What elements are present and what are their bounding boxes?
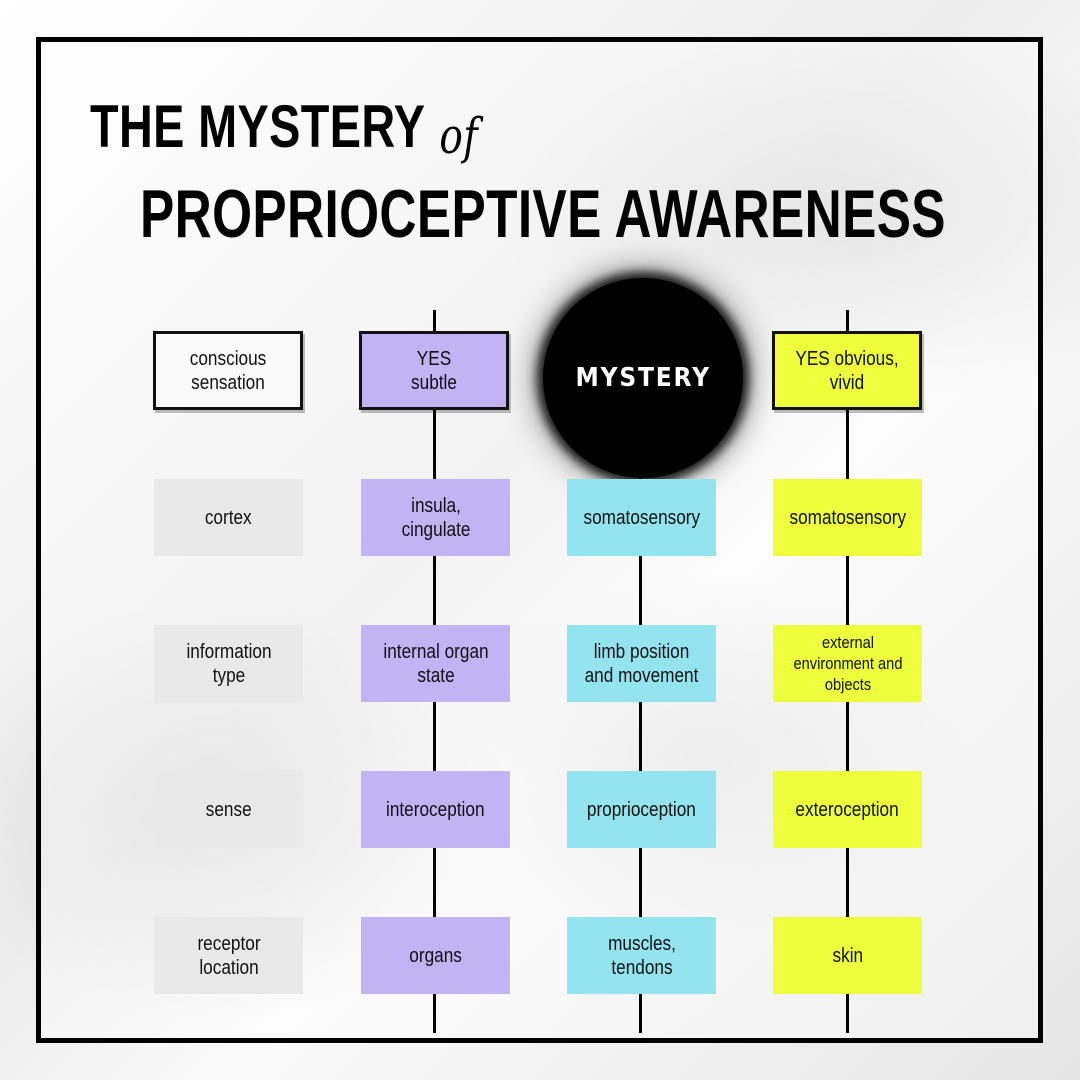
title-main-text: THE MYSTERY: [90, 93, 426, 160]
cell-receptor-proprioception: muscles, tendons: [567, 917, 716, 994]
cell-infotype-proprioception: limb position and movement: [567, 625, 716, 702]
label-conscious-sensation: conscious sensation: [153, 331, 303, 410]
cell-sense-interoception: interoception: [361, 771, 510, 848]
cell-receptor-interoception: organs: [361, 917, 510, 994]
cell-cortex-interoception: insula, cingulate: [361, 479, 510, 556]
cell-sense-exteroception: exteroception: [773, 771, 922, 848]
title-of-text: of: [439, 107, 479, 165]
cell-conscious-interoception: YES subtle: [359, 331, 509, 410]
cell-conscious-exteroception: YES obvious, vivid: [772, 331, 922, 410]
cell-cortex-proprioception: somatosensory: [567, 479, 716, 556]
mystery-circle: MYSTERY: [543, 278, 743, 478]
title-line-2: PROPRIOCEPTIVE AWARENESS: [140, 176, 946, 252]
proprioception-column-line: [639, 440, 642, 1033]
label-cortex: cortex: [154, 479, 303, 556]
label-sense: sense: [154, 771, 303, 848]
label-receptor-location: receptor location: [154, 917, 303, 994]
cell-infotype-interoception: internal organ state: [361, 625, 510, 702]
label-information-type: information type: [154, 625, 303, 702]
cell-infotype-exteroception: external environment and objects: [773, 625, 922, 702]
cell-cortex-exteroception: somatosensory: [773, 479, 922, 556]
cell-receptor-exteroception: skin: [773, 917, 922, 994]
cell-sense-proprioception: proprioception: [567, 771, 716, 848]
mystery-label: MYSTERY: [575, 363, 711, 393]
